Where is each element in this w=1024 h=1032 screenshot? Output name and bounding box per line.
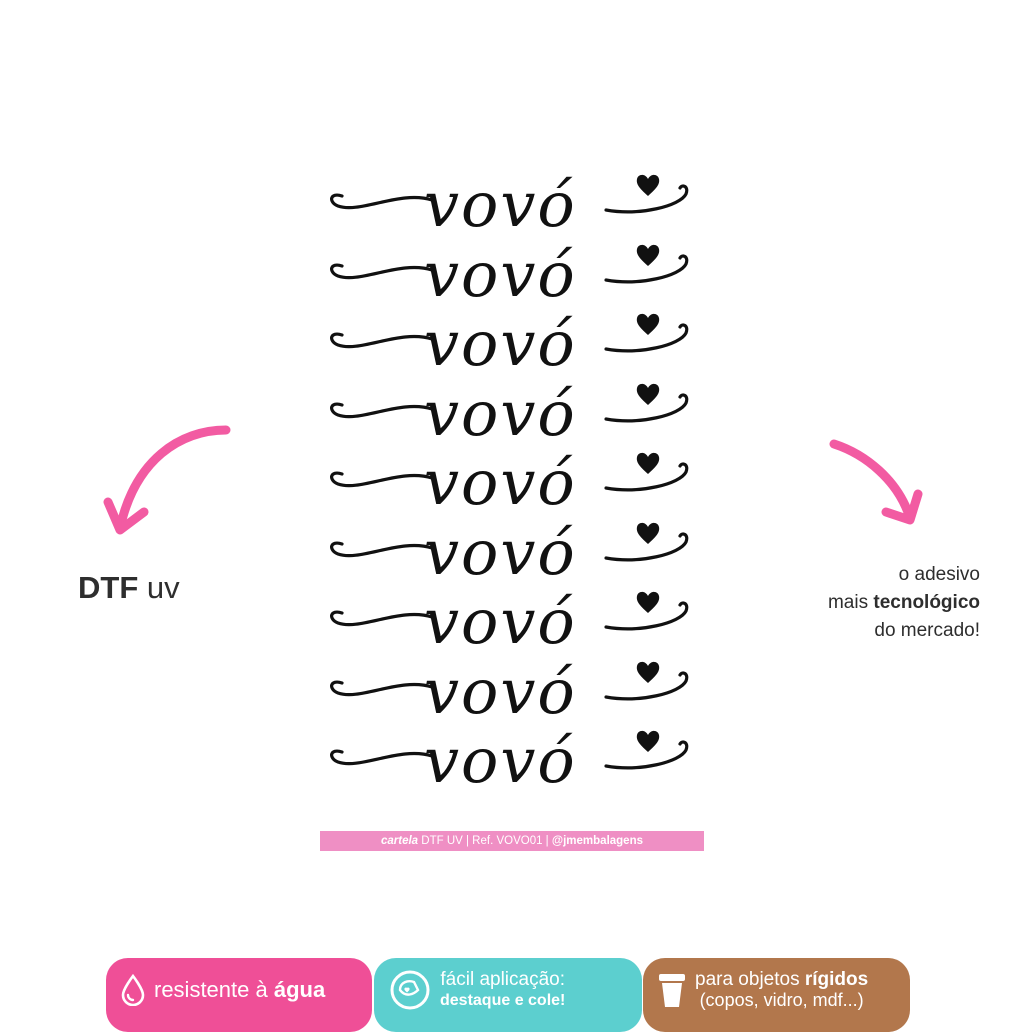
badge-rigid-objects: para objetos rígidos (copos, vidro, mdf.… — [643, 958, 910, 1032]
swash-flourish — [330, 253, 689, 283]
caption-text: DTF UV | Ref. VOVO01 | — [421, 835, 549, 847]
cup-icon — [659, 974, 685, 1007]
swash-flourish — [330, 740, 689, 770]
tagline-line3: do mercado! — [874, 620, 980, 641]
sticker-row: vovó — [320, 518, 700, 588]
heart-icon — [636, 522, 660, 544]
sticker-word: vovó — [424, 585, 577, 658]
sticker-row: vovó — [320, 587, 700, 657]
heart-icon — [636, 452, 660, 474]
left-arrow-icon — [103, 425, 231, 535]
dtf-uv-label: DTF uv — [78, 570, 180, 606]
sticker-row: vovó — [320, 379, 700, 449]
sticker-word: vovó — [424, 376, 577, 450]
sticker-word: vovó — [424, 307, 577, 380]
heart-icon — [636, 383, 660, 405]
swash-flourish — [330, 601, 689, 631]
sticker-word: vovó — [424, 446, 577, 519]
sticker-row: vovó — [320, 240, 700, 310]
heart-icon — [636, 244, 660, 266]
badge-rigid-text: para objetos rígidos (copos, vidro, mdf.… — [695, 969, 869, 1010]
badge-easy-apply: fácil aplicação: destaque e cole! — [374, 958, 642, 1032]
right-arrow-icon — [829, 439, 923, 525]
uv-text: uv — [146, 570, 180, 605]
badge-apply-text: fácil aplicação: destaque e cole! — [440, 969, 566, 1009]
sticker-row: vovó — [320, 657, 700, 727]
sticker-word: vovó — [424, 515, 577, 589]
sticker-word: vovó — [424, 168, 577, 241]
sticker-peel-icon — [390, 970, 430, 1010]
sticker-word: vovó — [424, 724, 577, 797]
heart-icon — [636, 730, 660, 752]
dtf-bold: DTF — [78, 570, 139, 605]
swash-flourish — [330, 323, 689, 353]
tagline-line2: mais tecnológico — [827, 592, 980, 613]
sheet-caption: cartela DTF UV | Ref. VOVO01 | @jmembala… — [320, 831, 704, 851]
swash-flourish — [330, 184, 689, 214]
heart-icon — [636, 591, 660, 613]
swash-flourish — [330, 670, 689, 700]
caption-handle: @jmembalagens — [551, 835, 643, 847]
swash-flourish — [330, 392, 689, 422]
tagline: o adesivo mais tecnológico do mercado! — [828, 561, 980, 645]
heart-icon — [636, 661, 660, 683]
heart-icon — [636, 174, 660, 196]
caption-bold: cartela — [380, 835, 419, 847]
badge-water-resistant: resistente à água — [106, 958, 372, 1032]
water-drop-icon — [121, 974, 145, 1006]
tagline-line1: o adesivo — [898, 564, 980, 585]
sticker-word: vovó — [424, 654, 577, 728]
heart-icon — [636, 313, 660, 335]
badge-water-text: resistente à água — [154, 977, 326, 1002]
swash-flourish — [330, 531, 689, 561]
sticker-row: vovó — [320, 448, 700, 518]
sticker-row: vovó — [320, 309, 700, 379]
sticker-row: vovó — [320, 170, 700, 240]
swash-flourish — [330, 462, 689, 492]
sticker-row: vovó — [320, 726, 700, 796]
sticker-word: vovó — [424, 237, 577, 311]
